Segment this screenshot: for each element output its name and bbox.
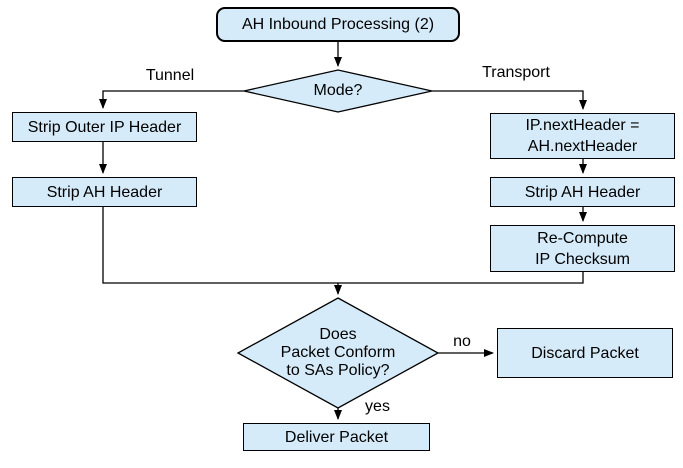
- deliver-packet-label: Deliver Packet: [284, 428, 389, 446]
- strip-outer-ip-header-node: Strip Outer IP Header: [12, 112, 197, 142]
- strip-outer-ip-header-label: Strip Outer IP Header: [27, 118, 182, 136]
- edge-mode-to-strip-outer: [99, 90, 244, 109]
- discard-packet-node: Discard Packet: [497, 328, 673, 378]
- ip-nextheader-line2: AH.nextHeader: [527, 138, 638, 155]
- strip-ah-header-tunnel-label: Strip AH Header: [46, 183, 163, 201]
- mode-diamond-shape: [243, 69, 433, 113]
- policy-check-line3: to SAs Policy?: [286, 362, 390, 379]
- edge-strip-ah-left-to-merge: [102, 207, 338, 284]
- tunnel-branch-label: Tunnel: [145, 67, 195, 84]
- edge-mode-to-ip-next: [432, 90, 587, 110]
- edge-recompute-to-merge: [338, 272, 584, 284]
- ip-nextheader-line1: IP.nextHeader =: [525, 117, 640, 134]
- mode-decision-label: Mode?: [313, 82, 363, 99]
- recompute-checksum-line2: IP Checksum: [535, 250, 630, 268]
- policy-check-line2: Packet Conform: [280, 344, 396, 361]
- start-node-label: AH Inbound Processing (2): [241, 16, 435, 33]
- transport-branch-label: Transport: [482, 64, 550, 81]
- policy-diamond-shape: [236, 297, 440, 409]
- ip-nextheader-node: IP.nextHeader = AH.nextHeader: [490, 113, 675, 159]
- strip-ah-header-transport-node: Strip AH Header: [490, 177, 675, 207]
- policy-check-line1: Does: [319, 326, 357, 343]
- yes-branch-label: yes: [365, 398, 390, 415]
- recompute-checksum-node: Re-Compute IP Checksum: [490, 225, 675, 272]
- no-branch-label: no: [453, 333, 471, 350]
- discard-packet-label: Discard Packet: [531, 344, 639, 362]
- strip-ah-header-tunnel-node: Strip AH Header: [12, 177, 197, 207]
- strip-ah-header-transport-label: Strip AH Header: [524, 183, 641, 201]
- start-node: AH Inbound Processing (2): [216, 7, 460, 42]
- recompute-checksum-line1: Re-Compute: [537, 229, 628, 247]
- policy-check-label: Does Packet Conform to SAs Policy?: [253, 326, 423, 380]
- deliver-packet-node: Deliver Packet: [243, 423, 430, 451]
